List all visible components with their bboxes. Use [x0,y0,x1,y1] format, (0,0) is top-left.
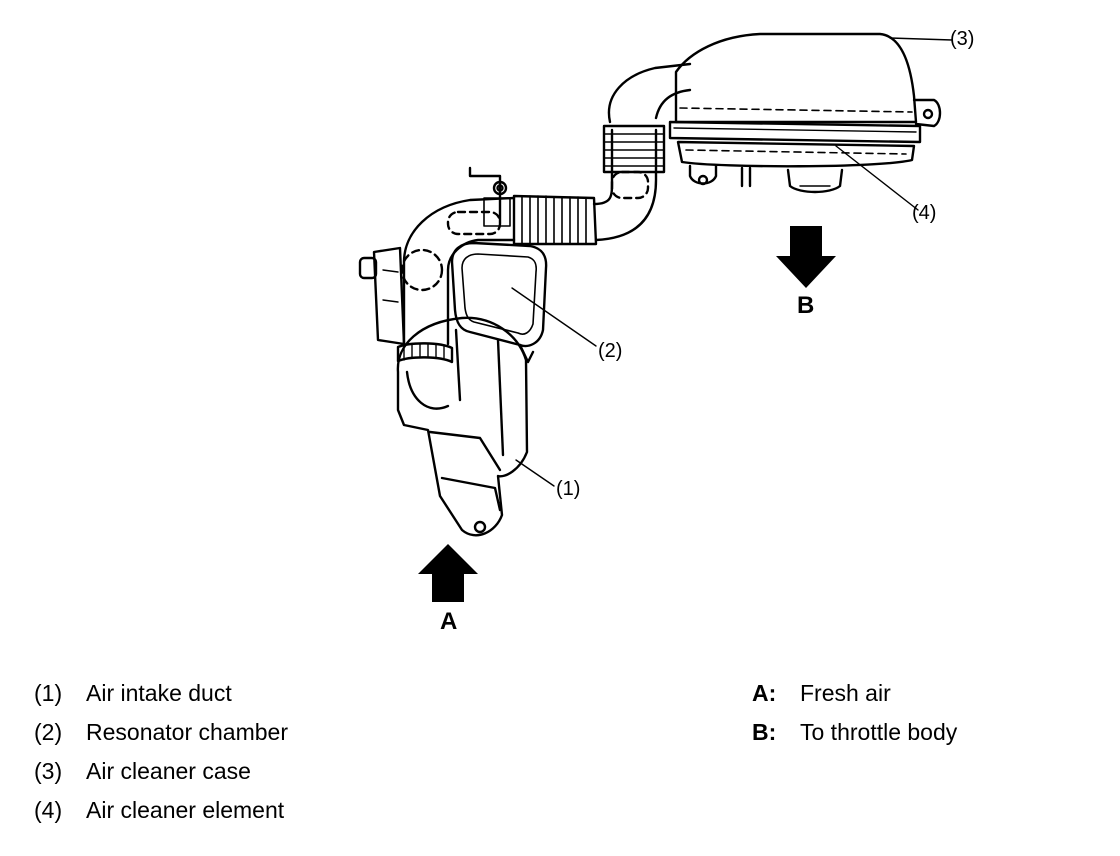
callout-2: (2) [598,340,623,362]
legend-label: Air intake duct [86,680,232,706]
callout-3: (3) [950,28,975,50]
arrow-a-label: A [440,608,458,635]
fresh-air-arrow-icon [418,544,478,602]
key-description: Fresh air [800,680,891,706]
air-cleaner-drawing [668,32,942,194]
resonator-chamber-drawing [450,241,548,364]
arrow-b-label: B [797,292,815,319]
legend-number: (4) [34,797,63,823]
legend-number: (1) [34,680,63,706]
callout-leaders [511,37,953,487]
intake-elbow-drawing [358,166,516,346]
key-letter: B: [752,719,777,745]
legend-label: Resonator chamber [86,719,288,745]
legend-label: Air cleaner case [86,758,251,784]
air-intake-duct-drawing [396,316,529,537]
callout-4: (4) [912,202,937,224]
callout-1: (1) [556,478,581,500]
legend-number: (2) [34,719,63,745]
air-intake-system-illustration [358,32,953,602]
key-letter: A: [752,680,777,706]
corrugated-hose-drawing [512,62,692,246]
to-throttle-body-arrow-icon [776,226,836,288]
key-description: To throttle body [800,719,958,745]
legend-label: Air cleaner element [86,797,285,823]
legend-number: (3) [34,758,63,784]
